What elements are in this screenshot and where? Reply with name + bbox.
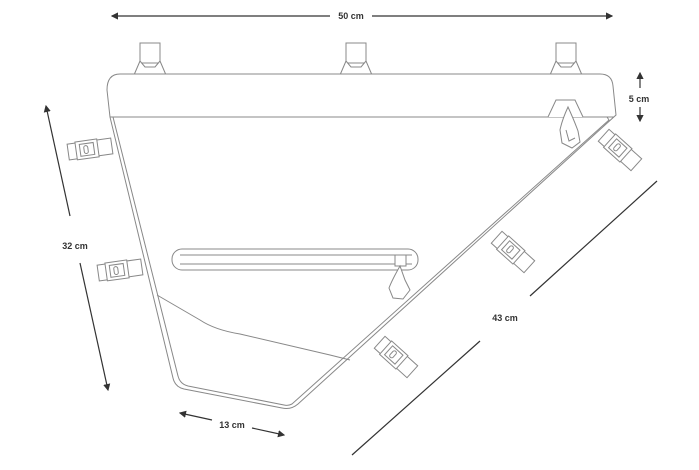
top-strap-tab <box>133 42 167 76</box>
dimension-top-height: 5 cm <box>629 94 650 104</box>
downtube-buckle-strap <box>597 128 643 172</box>
front-buckle-strap <box>96 257 144 283</box>
dimension-diagonal-length: 43 cm <box>492 313 518 323</box>
downtube-buckle-strap <box>373 335 419 379</box>
dimension-bottom-length: 13 cm <box>219 420 245 430</box>
downtube-buckle-strap <box>490 230 536 274</box>
top-strap-tab <box>339 42 373 76</box>
pocket-zipper <box>171 248 419 300</box>
front-buckle-strap <box>66 136 114 162</box>
top-strap-tab <box>549 42 583 76</box>
dimension-top-length: 50 cm <box>338 11 364 21</box>
dimension-front-height: 32 cm <box>62 241 88 251</box>
bag-inner-outline <box>112 116 610 406</box>
bottom-panel-seam <box>156 294 351 361</box>
main-zipper-pull <box>547 99 584 149</box>
bag-outline <box>106 73 617 409</box>
